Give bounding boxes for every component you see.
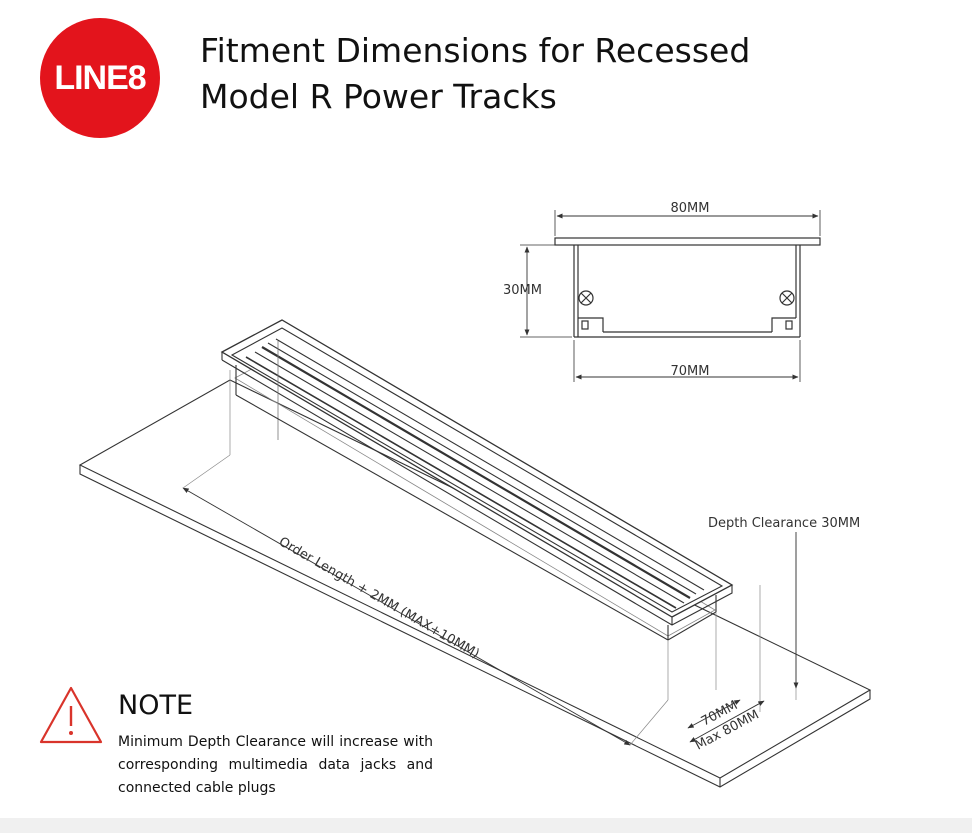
track-flange (554, 237, 821, 246)
depth-clearance-label: Depth Clearance 30MM (708, 516, 860, 531)
warning-triangle-icon (39, 686, 103, 744)
cross-section-view (520, 210, 821, 382)
screw-left (578, 290, 594, 306)
footer-bar (0, 818, 972, 833)
screw-right (779, 290, 795, 306)
page-title-line1: Fitment Dimensions for Recessed (200, 31, 751, 70)
note-body: Minimum Depth Clearance will increase wi… (118, 734, 433, 796)
logo-text: LINE8 (54, 59, 146, 97)
dim-label-80: 80MM (671, 201, 710, 216)
page-title-line2: Model R Power Tracks (200, 77, 557, 116)
isometric-view (78, 319, 872, 788)
line8-logo: LINE8 (40, 18, 160, 138)
dim-line-order-length (182, 487, 631, 746)
dim-label-70: 70MM (671, 364, 710, 379)
page-title: Fitment Dimensions for Recessed Model R … (200, 28, 900, 120)
note-heading: NOTE (118, 690, 194, 721)
dim-label-30: 30MM (503, 283, 542, 298)
